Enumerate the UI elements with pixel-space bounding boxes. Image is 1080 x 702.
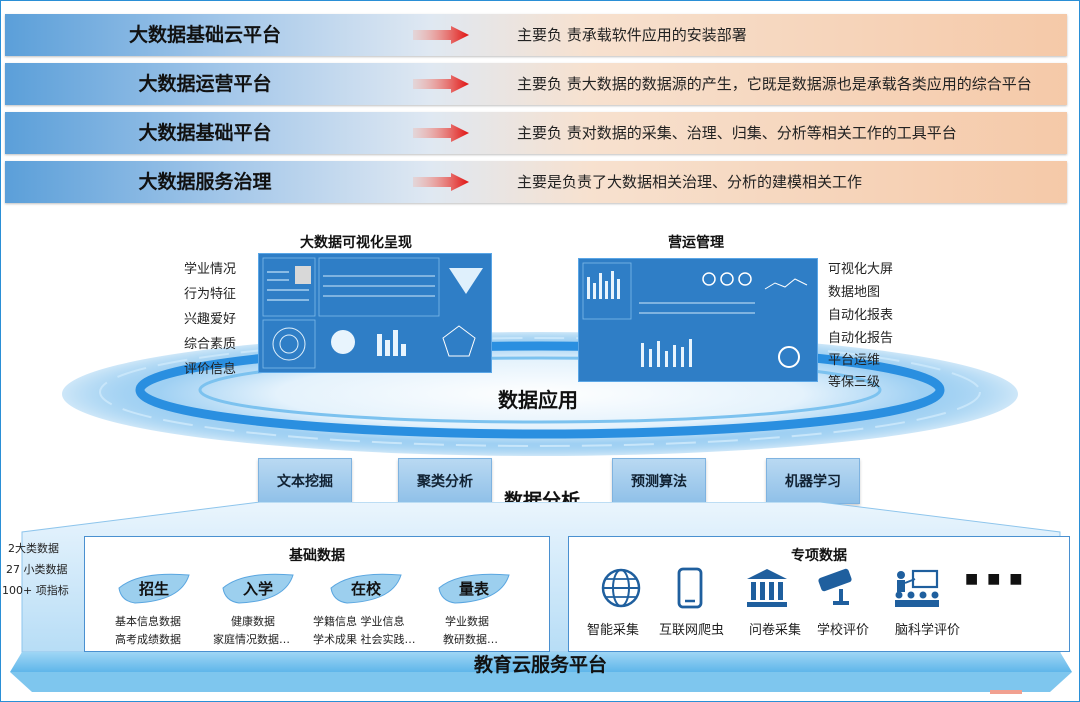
operations-feature: 可视化大屏 (828, 262, 894, 277)
operations-title: 营运管理 (668, 235, 724, 251)
leaf-icon (438, 573, 510, 604)
special-data-title: 专项数据 (791, 548, 847, 564)
stage-in-school: 在校 (327, 571, 405, 605)
layer-name: 大数据服务治理 (138, 171, 272, 193)
stage-item: 学业数据 (445, 615, 489, 628)
stage-item: 家庭情况数据… (213, 633, 290, 646)
special-label: 智能采集 (587, 623, 640, 638)
visualization-feature: 综合素质 (184, 337, 237, 352)
globe-icon (601, 568, 641, 608)
stage-enrollment: 入学 (219, 571, 297, 605)
layer-bar-operation: 大数据运营平台 主要负 责大数据的数据源的产生，它既是数据源也是承载各类应用的综… (5, 63, 1067, 105)
visualization-dashboard (258, 253, 492, 373)
special-label: 学校评价 (817, 623, 870, 638)
stage-label: 在校 (350, 580, 381, 598)
operations-feature: 数据地图 (828, 285, 881, 300)
layer-bar-cloud: 大数据基础云平台 主要负 责承载软件应用的安装部署 (5, 14, 1067, 56)
method-clustering: 聚类分析 (398, 458, 492, 504)
dashboard-graphic (262, 257, 483, 369)
visualization-feature: 行为特征 (184, 287, 237, 302)
red-arrow-icon (413, 26, 469, 44)
dashboard-graphic (582, 262, 808, 368)
layer-bar-governance: 大数据服务治理 主要是负责了大数据相关治理、分析的建模相关工作 (5, 161, 1067, 203)
operations-feature: 等保三级 (828, 375, 881, 390)
special-label: 问卷采集 (749, 623, 802, 638)
leaf-icon (118, 573, 190, 604)
red-arrow-icon (413, 75, 469, 93)
layer-bar-foundation: 大数据基础平台 主要负 责对数据的采集、治理、归集、分析等相关工作的工具平台 (5, 112, 1067, 154)
application-label: 数据应用 (498, 388, 578, 412)
layer-desc: 主要负 责大数据的数据源的产生，它既是数据源也是承载各类应用的综合平台 (517, 74, 1032, 93)
stage-item: 健康数据 (231, 615, 275, 628)
special-label: 脑科学评价 (895, 623, 961, 638)
base-platform-label: 教育云服务平台 (474, 654, 608, 676)
stage-item: 学籍信息 学业信息 (313, 615, 405, 628)
count-category: 2大类数据 (8, 542, 59, 555)
visualization-feature: 学业情况 (184, 262, 237, 277)
special-data-panel: 专项数据 ■ ■ ■ 智能采集 互联网爬虫 问卷采集 学校评价 (568, 536, 1070, 652)
stage-scale: 量表 (435, 571, 513, 605)
leaf-icon (330, 573, 402, 604)
count-subcategory: 27 小类数据 (6, 563, 68, 576)
operations-feature: 自动化报表 (828, 308, 894, 323)
presentation-icon (895, 569, 939, 607)
stage-admission: 招生 (115, 571, 193, 605)
layer-name: 大数据运营平台 (138, 73, 272, 95)
basic-data-panel: 基础数据 招生 入学 在校 量表 基本信息数据 高考成绩数据 健康数据 家庭情况… (84, 536, 550, 652)
decor-strip (990, 690, 1022, 694)
visualization-title: 大数据可视化呈现 (300, 235, 412, 251)
count-indicators: 100+ 项指标 (2, 584, 69, 597)
visualization-feature: 评价信息 (184, 362, 237, 377)
leaf-icon (222, 573, 294, 604)
camera-icon (818, 568, 852, 605)
method-prediction: 预测算法 (612, 458, 706, 504)
operations-feature: 平台运维 (828, 353, 881, 368)
red-arrow-icon (413, 173, 469, 191)
operations-dashboard (578, 258, 818, 382)
layer-name: 大数据基础平台 (138, 122, 272, 144)
stage-item: 高考成绩数据 (115, 633, 181, 646)
method-text-mining: 文本挖掘 (258, 458, 352, 504)
layer-desc: 主要是负责了大数据相关治理、分析的建模相关工作 (517, 172, 863, 191)
red-arrow-icon (413, 124, 469, 142)
building-icon (747, 569, 787, 607)
visualization-feature: 兴趣爱好 (184, 312, 237, 327)
stage-item: 学术成果 社会实践… (313, 633, 416, 646)
layer-desc: 主要负 责承载软件应用的安装部署 (517, 25, 747, 44)
layer-desc: 主要负 责对数据的采集、治理、归集、分析等相关工作的工具平台 (517, 123, 957, 142)
basic-data-title: 基础数据 (289, 548, 345, 564)
special-label: 互联网爬虫 (659, 623, 725, 638)
more-indicator: ■ ■ ■ (965, 571, 1025, 587)
stage-label: 入学 (242, 580, 273, 598)
layer-name: 大数据基础云平台 (128, 24, 281, 46)
stage-item: 教研数据… (443, 633, 498, 646)
stage-label: 量表 (458, 580, 489, 598)
method-machine-learning: 机器学习 (766, 458, 860, 504)
operations-feature: 自动化报告 (828, 331, 894, 346)
stage-item: 基本信息数据 (115, 615, 181, 628)
phone-icon (677, 567, 703, 609)
stage-label: 招生 (138, 580, 169, 598)
